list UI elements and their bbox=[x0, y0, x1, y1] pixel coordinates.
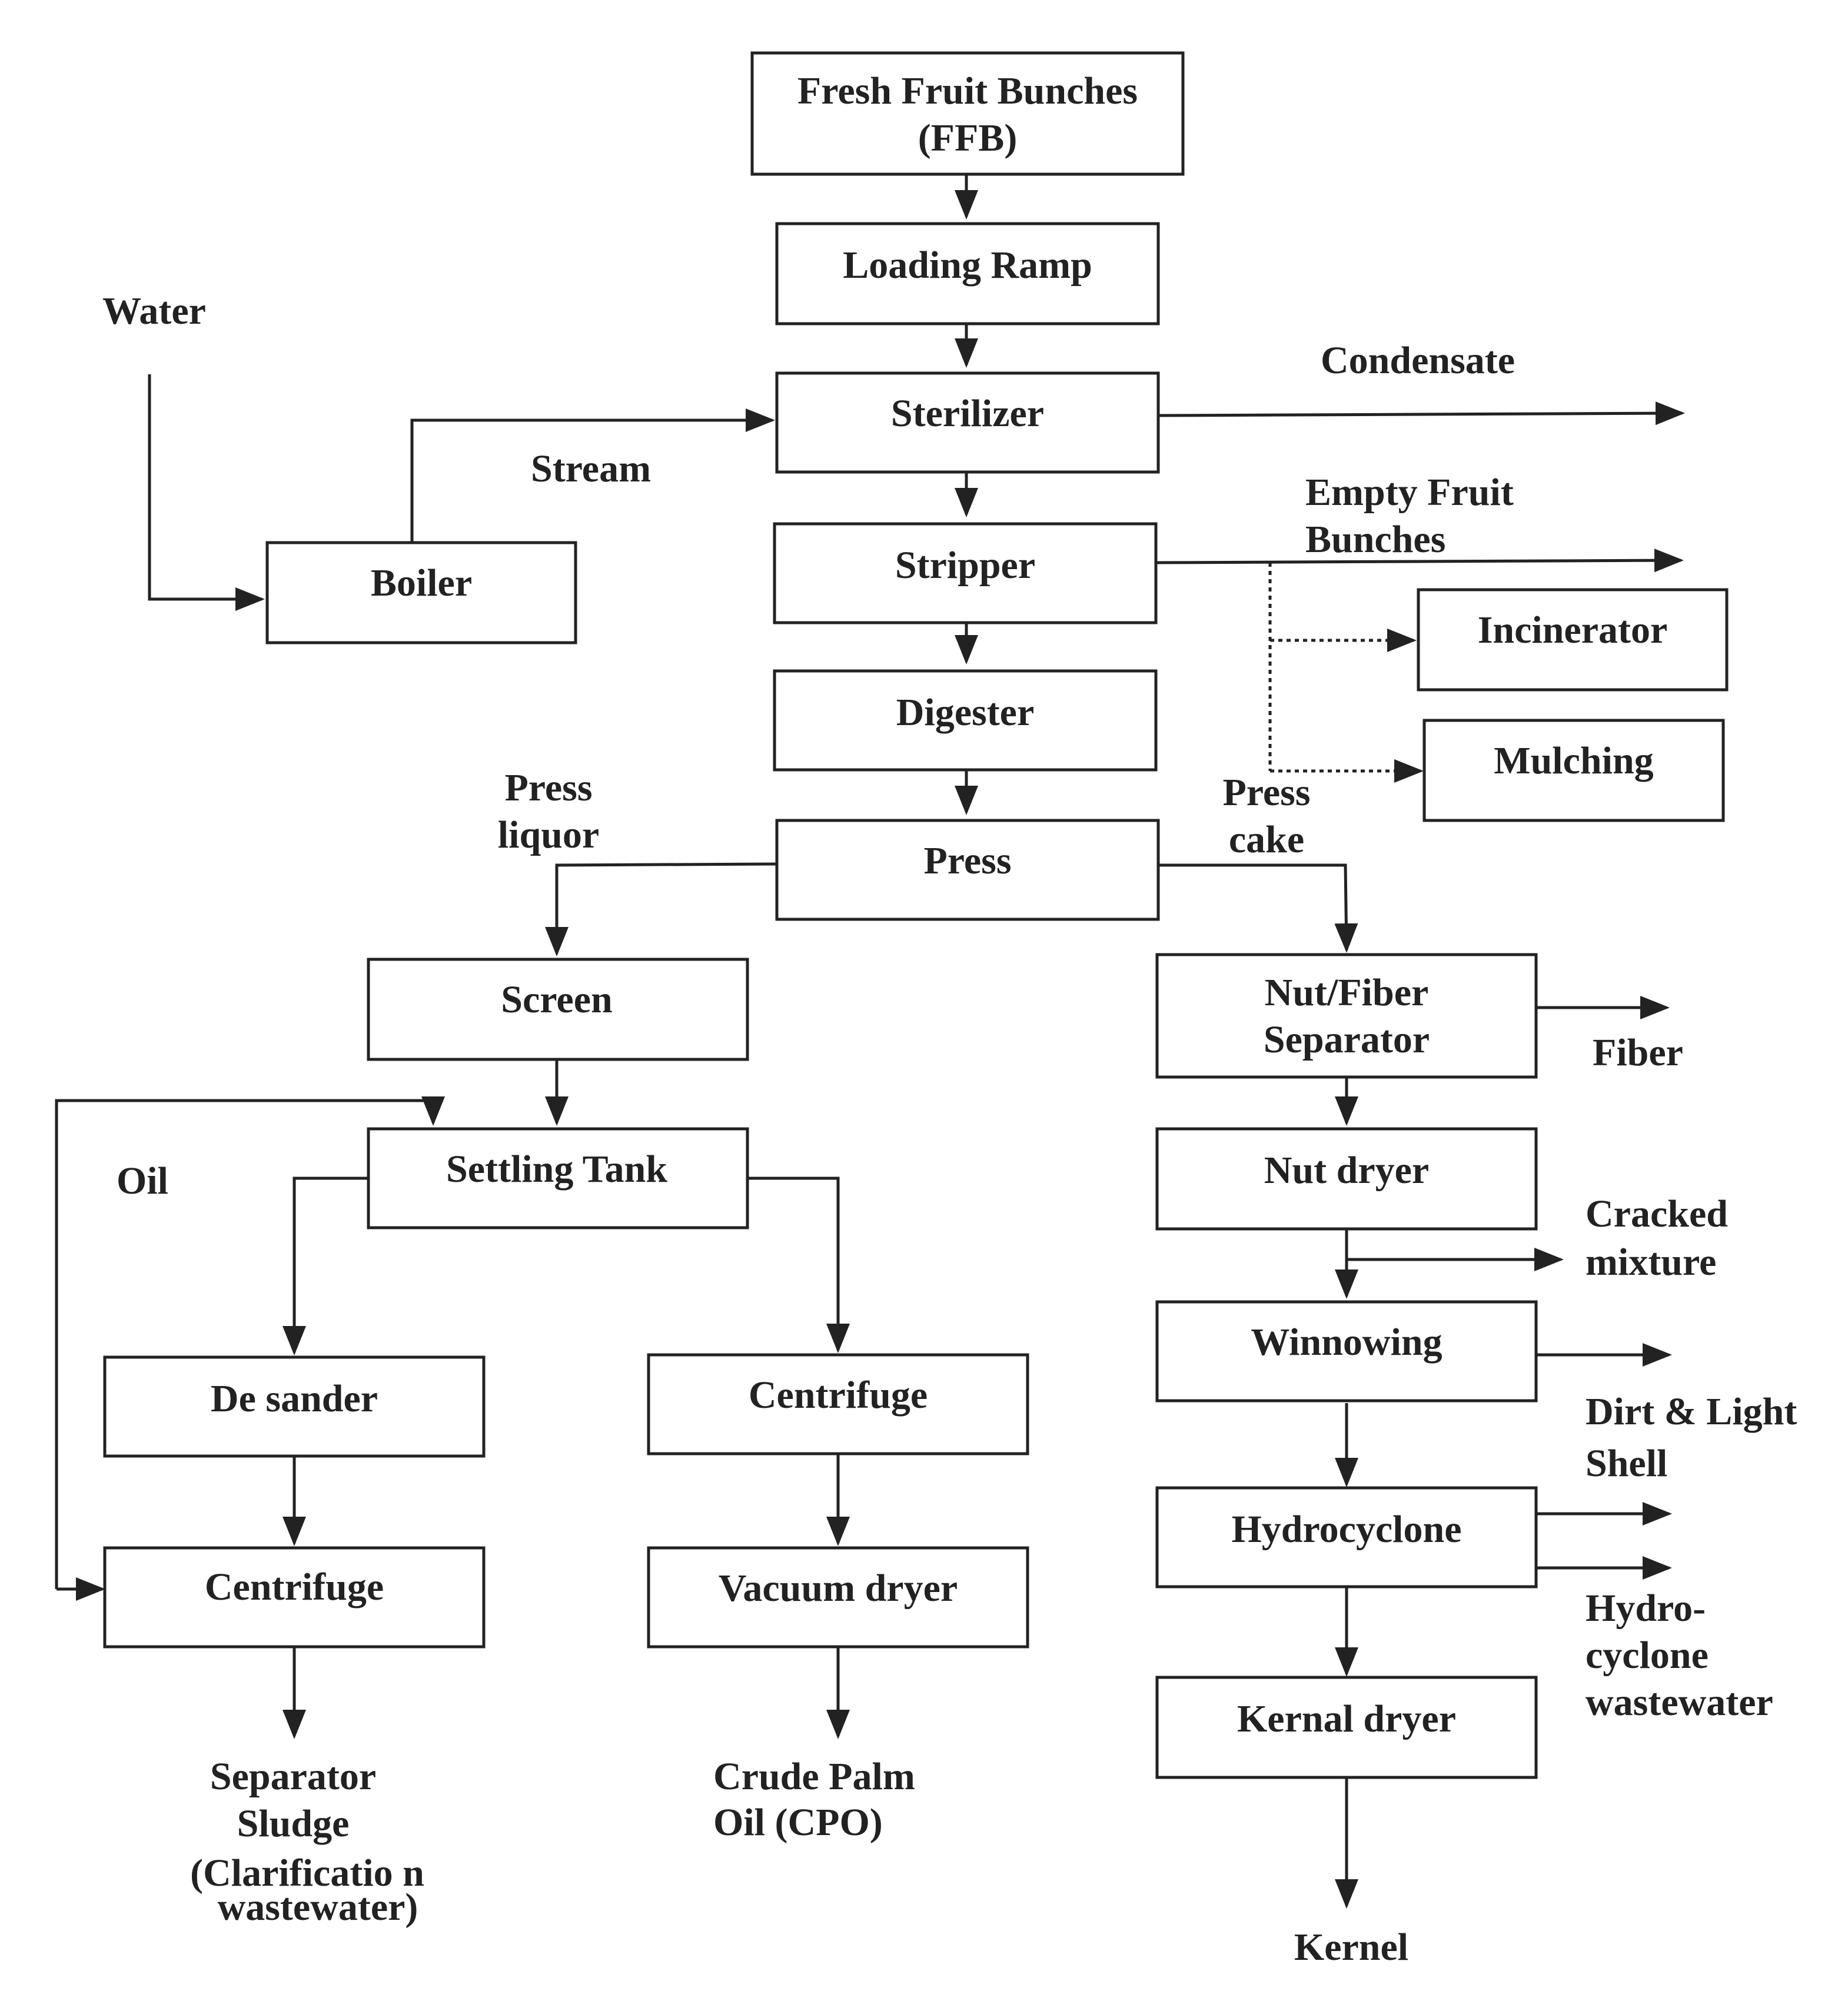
centrifuge-mid-box: Centrifuge bbox=[647, 1353, 1029, 1455]
water-label: Water bbox=[102, 290, 206, 333]
empty-fruit-bunches-label: Empty Fruit Bunches bbox=[1305, 471, 1514, 561]
hydrocyclone-label: Hydrocyclone bbox=[1231, 1508, 1461, 1551]
desander-box: De sander bbox=[103, 1355, 486, 1458]
press-cake-line-1: Press bbox=[1222, 771, 1310, 814]
press-cake-line-2: cake bbox=[1229, 818, 1304, 861]
hydrocyclone-box: Hydrocyclone bbox=[1155, 1486, 1538, 1588]
nut-fiber-separator-line-1: Nut/Fiber bbox=[1265, 971, 1429, 1014]
loading-ramp-box: Loading Ramp bbox=[775, 222, 1160, 325]
kernel-label: Kernel bbox=[1294, 1926, 1408, 1969]
empty-fruit-bunches-line-2: Bunches bbox=[1305, 518, 1445, 561]
stripper-label: Stripper bbox=[895, 544, 1035, 587]
mulching-box: Mulching bbox=[1422, 719, 1725, 822]
hydrocyclone-wastewater-line-3: wastewater bbox=[1586, 1681, 1773, 1724]
oil-label: Oil bbox=[117, 1159, 168, 1202]
hydrocyclone-wastewater-label: Hydro- cyclone wastewater bbox=[1586, 1587, 1773, 1724]
ffb-box-line-2: (FFB) bbox=[918, 117, 1018, 159]
arrow-settling-tank-to-desander bbox=[282, 1177, 368, 1355]
dirt-light-shell-line-1: Dirt & Light bbox=[1586, 1390, 1797, 1433]
digester-box: Digester bbox=[773, 669, 1158, 772]
dirt-light-shell-label: Dirt & Light Shell bbox=[1586, 1390, 1797, 1485]
hydrocyclone-wastewater-line-2: cyclone bbox=[1586, 1634, 1709, 1677]
crude-palm-oil-line-1: Crude Palm bbox=[713, 1755, 915, 1798]
ffb-box: Fresh Fruit Bunches (FFB) bbox=[750, 51, 1185, 176]
vacuum-dryer-box: Vacuum dryer bbox=[647, 1546, 1029, 1649]
nut-dryer-label: Nut dryer bbox=[1264, 1149, 1429, 1192]
dirt-light-shell-line-2: Shell bbox=[1586, 1442, 1667, 1485]
arrow-recycle-to-settling-tank bbox=[55, 1096, 445, 1589]
crude-palm-oil-label: Crude Palm Oil (CPO) bbox=[713, 1755, 915, 1844]
boiler-box: Boiler bbox=[265, 541, 577, 644]
press-liquor-line-1: Press bbox=[504, 766, 592, 809]
cracked-mixture-label: Cracked mixture bbox=[1586, 1192, 1728, 1284]
nut-fiber-separator-box: Nut/Fiber Separator bbox=[1155, 953, 1538, 1079]
separator-sludge-line-3: (Clarificatio n bbox=[190, 1852, 424, 1895]
stream-label: Stream bbox=[531, 447, 651, 490]
arrow-boiler-to-sterilizer bbox=[410, 408, 775, 541]
digester-label: Digester bbox=[896, 691, 1035, 734]
nut-dryer-box: Nut dryer bbox=[1155, 1127, 1538, 1231]
arrow-efb-out bbox=[1155, 549, 1684, 573]
kernal-dryer-label: Kernal dryer bbox=[1237, 1697, 1456, 1740]
press-liquor-label: Press liquor bbox=[498, 766, 599, 856]
crude-palm-oil-line-2: Oil (CPO) bbox=[713, 1801, 883, 1844]
arrow-settling-tank-to-centrifuge-mid bbox=[747, 1177, 850, 1353]
settling-tank-box: Settling Tank bbox=[367, 1127, 749, 1229]
condensate-label: Condensate bbox=[1321, 339, 1515, 382]
connectors bbox=[55, 174, 1685, 1909]
screen-label: Screen bbox=[501, 978, 612, 1021]
arrow-condensate-out bbox=[1158, 401, 1685, 426]
desander-label: De sander bbox=[211, 1377, 378, 1420]
arrow-press-to-separator bbox=[1158, 863, 1358, 953]
press-cake-label: Press cake bbox=[1222, 771, 1310, 861]
winnowing-label: Winnowing bbox=[1251, 1321, 1442, 1364]
sterilizer-label: Sterilizer bbox=[891, 392, 1044, 435]
arrow-press-to-screen bbox=[545, 862, 776, 956]
loading-ramp-label: Loading Ramp bbox=[843, 244, 1092, 287]
cracked-mixture-line-1: Cracked bbox=[1586, 1192, 1728, 1235]
centrifuge-left-box: Centrifuge bbox=[103, 1546, 486, 1649]
separator-sludge-line-2: Sludge bbox=[237, 1802, 350, 1845]
sterilizer-box: Sterilizer bbox=[775, 371, 1160, 474]
boiler-label: Boiler bbox=[371, 561, 472, 604]
cracked-mixture-line-2: mixture bbox=[1586, 1241, 1716, 1284]
ffb-box-line-1: Fresh Fruit Bunches bbox=[797, 69, 1138, 112]
mulching-label: Mulching bbox=[1494, 739, 1653, 782]
centrifuge-mid-label: Centrifuge bbox=[749, 1374, 928, 1417]
incinerator-box: Incinerator bbox=[1417, 588, 1729, 692]
settling-tank-label: Settling Tank bbox=[446, 1148, 667, 1191]
hydrocyclone-wastewater-line-1: Hydro- bbox=[1586, 1587, 1706, 1630]
separator-sludge-line-1: Separator bbox=[210, 1755, 376, 1798]
separator-sludge-label: Separator Sludge (Clarificatio n wastewa… bbox=[190, 1755, 424, 1929]
nut-fiber-separator-line-2: Separator bbox=[1264, 1018, 1430, 1061]
stripper-box: Stripper bbox=[773, 522, 1158, 624]
screen-box: Screen bbox=[367, 958, 749, 1061]
press-liquor-line-2: liquor bbox=[498, 813, 599, 856]
winnowing-box: Winnowing bbox=[1155, 1300, 1538, 1403]
press-label: Press bbox=[923, 839, 1011, 882]
fiber-label: Fiber bbox=[1593, 1031, 1683, 1074]
press-box: Press bbox=[775, 819, 1160, 921]
kernal-dryer-box: Kernal dryer bbox=[1155, 1676, 1538, 1779]
empty-fruit-bunches-line-1: Empty Fruit bbox=[1305, 471, 1514, 514]
arrow-water-to-boiler bbox=[148, 374, 265, 611]
centrifuge-left-label: Centrifuge bbox=[205, 1566, 384, 1608]
incinerator-label: Incinerator bbox=[1478, 609, 1668, 652]
separator-sludge-line-4: wastewater) bbox=[218, 1886, 418, 1929]
vacuum-dryer-label: Vacuum dryer bbox=[719, 1567, 958, 1610]
